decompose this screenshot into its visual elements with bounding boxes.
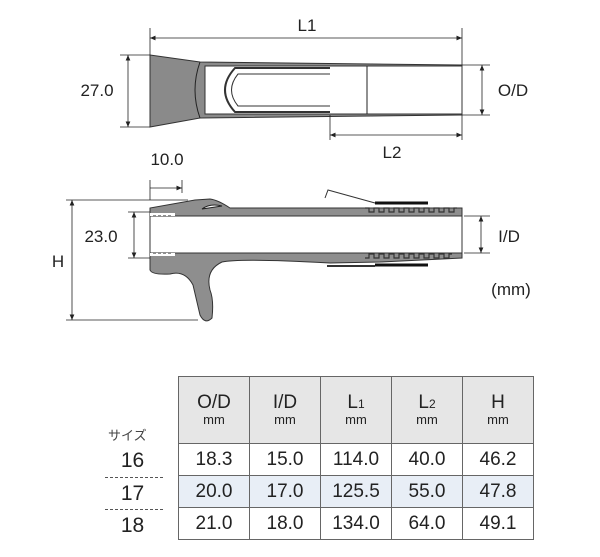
cell: 134.0 bbox=[320, 507, 392, 540]
divider bbox=[105, 477, 163, 478]
table-row: 18.3 15.0 114.0 40.0 46.2 bbox=[178, 443, 534, 476]
cell: 15.0 bbox=[249, 443, 321, 476]
height-27-label: 27.0 bbox=[80, 81, 114, 100]
cell: 125.5 bbox=[320, 475, 392, 508]
top-view bbox=[120, 28, 490, 140]
size-17: 17 bbox=[120, 482, 145, 505]
cell: 20.0 bbox=[178, 475, 250, 508]
cell: 18.3 bbox=[178, 443, 250, 476]
cell: 21.0 bbox=[178, 507, 250, 540]
cell: 114.0 bbox=[320, 443, 392, 476]
cell: 40.0 bbox=[391, 443, 463, 476]
size-16: 16 bbox=[120, 449, 145, 472]
id-label: I/D bbox=[498, 227, 520, 246]
size-label: サイズ bbox=[108, 428, 147, 443]
height-23-label: 23.0 bbox=[84, 227, 118, 246]
offset-10-label: 10.0 bbox=[150, 150, 184, 169]
table-row: 20.0 17.0 125.5 55.0 47.8 bbox=[178, 475, 534, 508]
l2-label: L2 bbox=[382, 143, 402, 162]
od-label: O/D bbox=[497, 81, 529, 100]
side-view bbox=[66, 180, 490, 322]
cell: 49.1 bbox=[462, 507, 534, 540]
technical-drawing bbox=[66, 28, 490, 322]
cell: 18.0 bbox=[249, 507, 321, 540]
cell: 64.0 bbox=[391, 507, 463, 540]
cell: 46.2 bbox=[462, 443, 534, 476]
cell: 47.8 bbox=[462, 475, 534, 508]
table-row: 21.0 18.0 134.0 64.0 49.1 bbox=[178, 507, 534, 540]
cell: 17.0 bbox=[249, 475, 321, 508]
cell: 55.0 bbox=[391, 475, 463, 508]
l1-label: L1 bbox=[297, 16, 317, 35]
divider bbox=[105, 509, 163, 510]
size-18: 18 bbox=[120, 514, 145, 537]
h-label: H bbox=[51, 252, 65, 271]
unit-label: (mm) bbox=[491, 280, 531, 299]
